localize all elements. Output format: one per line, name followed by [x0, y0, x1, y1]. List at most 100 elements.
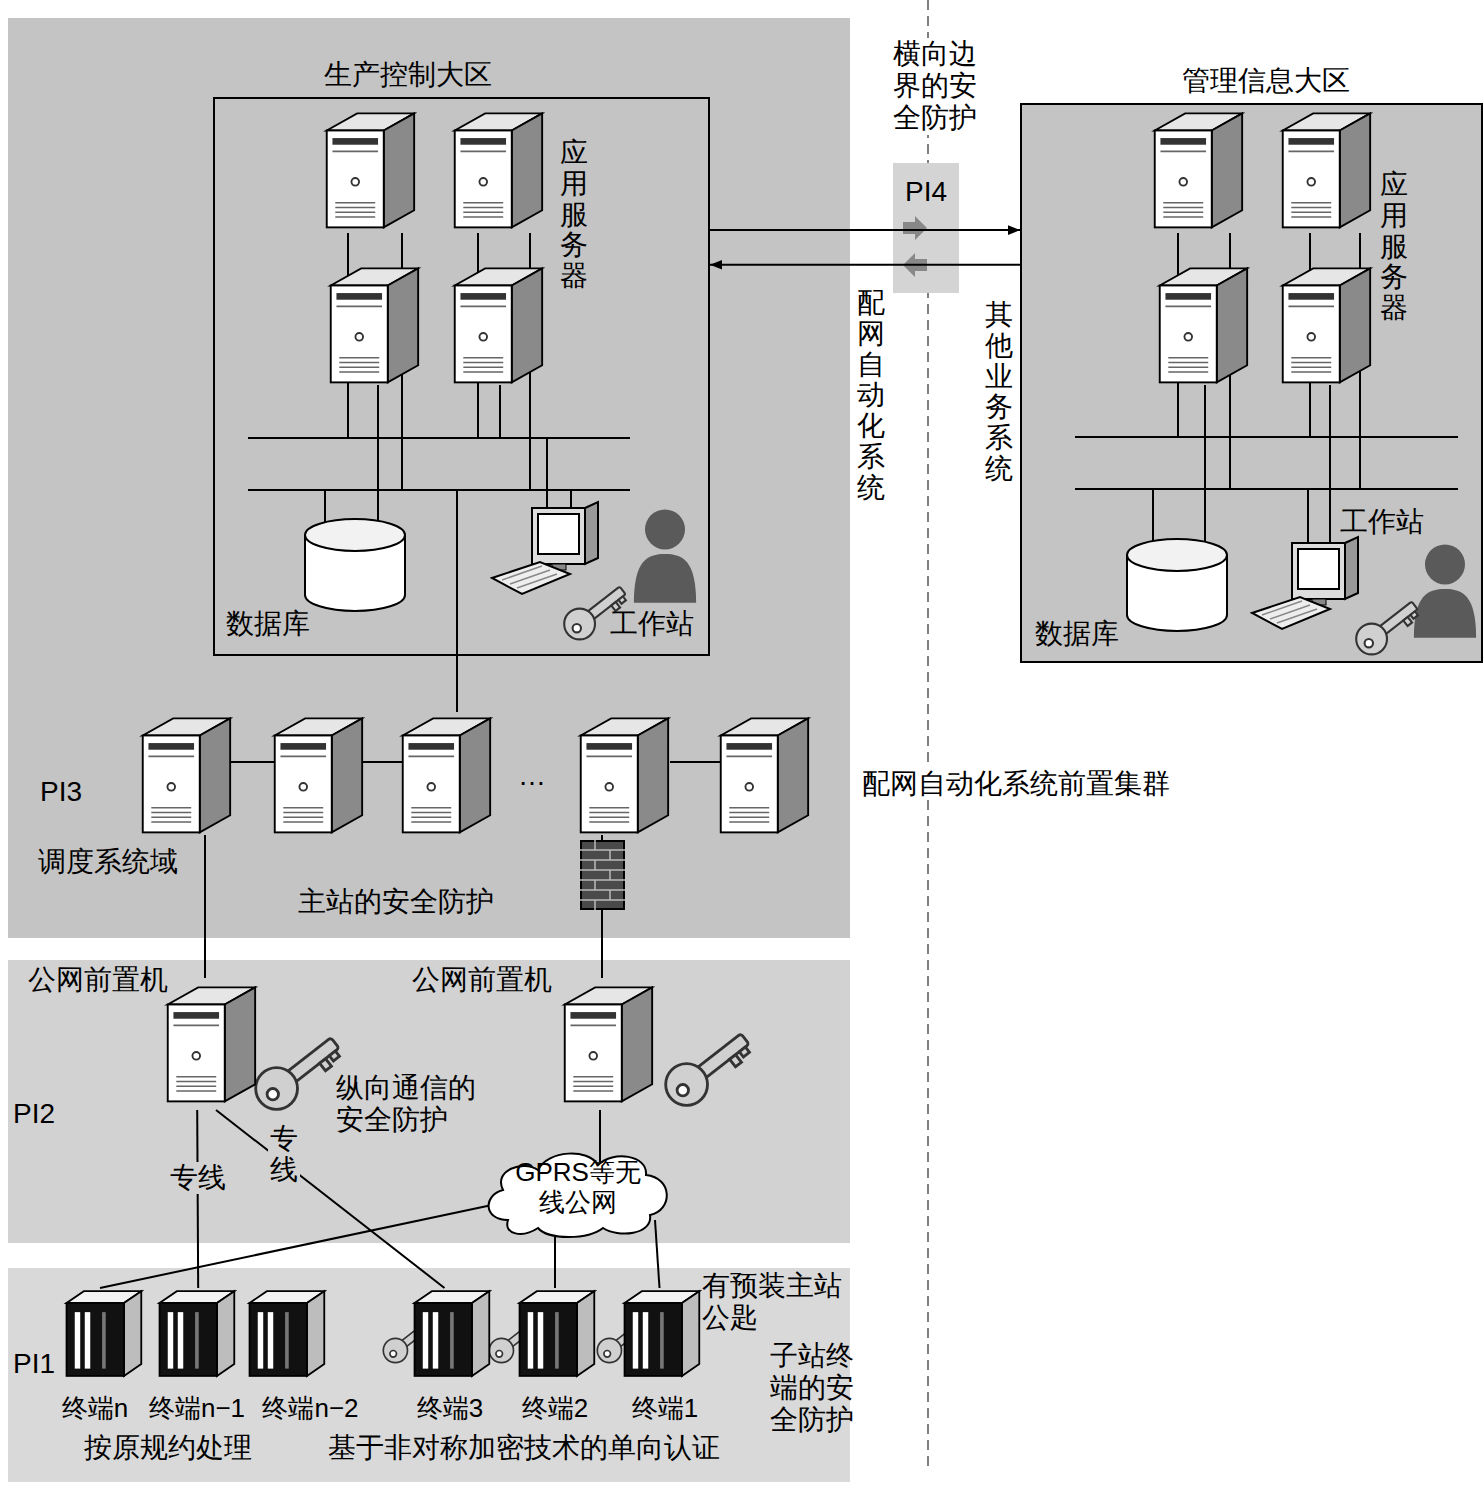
srv-icon	[168, 987, 255, 1101]
zone-fill	[8, 18, 1483, 1482]
annotation-label: 专线	[268, 1124, 300, 1186]
node-label: 生产控制大区	[324, 59, 492, 91]
node-label: 终端n−2	[262, 1394, 358, 1424]
annotation-label: 调度系统域	[38, 846, 178, 878]
bus-wire	[360, 761, 402, 763]
srv-icon	[565, 987, 652, 1101]
connector	[599, 1110, 601, 1162]
database-icon	[305, 519, 405, 611]
connector	[196, 1110, 199, 1288]
annotation-label: 专线	[168, 1162, 228, 1194]
server-icon	[327, 113, 414, 227]
bus-wire	[1075, 436, 1458, 438]
node-label: 公网前置机	[412, 964, 552, 996]
server-icon	[275, 718, 362, 832]
term-icon	[62, 1288, 144, 1380]
terminal: 终端2	[500, 1288, 610, 1428]
pi4-patch	[893, 163, 959, 293]
workstation-icon	[492, 502, 598, 594]
node-label: 终端3	[417, 1394, 483, 1424]
annotation-label: 配网自动化系统	[857, 288, 885, 504]
bus-wire	[1204, 385, 1206, 545]
server-icon	[455, 268, 542, 382]
srv-icon	[560, 977, 655, 1107]
server-icon	[1283, 268, 1370, 382]
zone-panel: 主站的安全防护生产控制大区	[8, 18, 850, 938]
node-label: 终端n	[62, 1394, 128, 1424]
annotation-label: 工作站	[610, 608, 694, 640]
annotation-label: 应用服务器	[560, 138, 588, 292]
bus-wire	[1307, 489, 1309, 545]
annotation-label: 配网自动化系统前置集群	[862, 768, 1170, 800]
node-label: GPRS等无线公网	[508, 1158, 648, 1218]
zone-fill	[8, 960, 850, 1243]
annotation-label: 纵向通信的安全防护	[336, 1072, 486, 1136]
bus-wire	[377, 385, 379, 530]
database-icon	[305, 519, 1227, 631]
person-icon	[634, 509, 696, 602]
firewall-icon	[580, 840, 625, 910]
annotation-label: 有预装主站公匙	[702, 1270, 850, 1334]
term-icon	[410, 1288, 492, 1380]
annotation-label: PI3	[40, 776, 82, 808]
annotation-label: 其他业务系统	[985, 300, 1013, 485]
bus-wire	[546, 438, 548, 515]
annotation-label: 子站终端的安全防护	[770, 1340, 860, 1437]
zone-fill	[8, 1268, 850, 1482]
bus-wire	[456, 490, 458, 712]
connector	[216, 1110, 445, 1288]
workstation-icon	[1252, 537, 1358, 629]
server-icon	[581, 718, 668, 832]
annotation-label: …	[518, 760, 546, 792]
server-icon	[331, 268, 418, 382]
server-icon	[143, 113, 1370, 832]
term-icon	[67, 1291, 142, 1376]
database-icon	[1127, 539, 1227, 631]
key-icon	[666, 1034, 755, 1106]
server-icon	[1155, 113, 1242, 227]
bus-wire	[1329, 437, 1331, 545]
key-icon	[256, 587, 1422, 1363]
term-icon	[620, 1288, 702, 1380]
cloud-shape: GPRS等无线公网	[478, 1140, 678, 1240]
server-icon	[1160, 268, 1247, 382]
term-icon	[515, 1288, 597, 1380]
annotation-label: 工作站	[1340, 506, 1424, 538]
key-icon	[256, 1038, 345, 1110]
node-label: 终端2	[522, 1394, 588, 1424]
bus-wire	[230, 761, 275, 763]
connector	[710, 264, 1020, 266]
front-server: 公网前置机	[28, 962, 263, 1110]
term-icon	[520, 1291, 595, 1376]
terminal: 终端n−1	[138, 1288, 256, 1428]
key-icon	[1356, 602, 1422, 655]
node-label: PI1	[13, 1348, 55, 1380]
terminal: 终端3	[395, 1288, 505, 1428]
bus-wire	[601, 908, 603, 978]
annotation-label: 按原规约处理	[84, 1432, 252, 1464]
annotation-label: 横向边界的安全防护	[893, 38, 993, 135]
server-icon	[455, 113, 542, 227]
bus-wire	[499, 385, 501, 438]
term-icon	[625, 1291, 700, 1376]
node-label: 终端1	[632, 1394, 698, 1424]
annotation-label: 应用服务器	[1380, 170, 1408, 324]
connector	[554, 1237, 556, 1288]
annotation-label: 基于非对称加密技术的单向认证	[328, 1432, 720, 1464]
zone-box: 管理信息大区	[1020, 103, 1483, 663]
connector	[100, 1205, 492, 1288]
node-label: 公网前置机	[28, 964, 168, 996]
server-icon	[143, 718, 230, 832]
node-label: PI2	[13, 1098, 55, 1130]
zone-box: 生产控制大区	[213, 97, 710, 656]
pi4-patch	[903, 216, 927, 240]
cloud-icon	[489, 1154, 667, 1237]
annotation-label: PI4	[905, 176, 947, 208]
node-label: 管理信息大区	[1182, 65, 1350, 97]
connector	[655, 1220, 660, 1288]
bus-wire	[1075, 488, 1458, 490]
term-icon	[250, 1291, 325, 1376]
term-icon	[155, 1288, 237, 1380]
zone-fill	[1020, 103, 1483, 663]
